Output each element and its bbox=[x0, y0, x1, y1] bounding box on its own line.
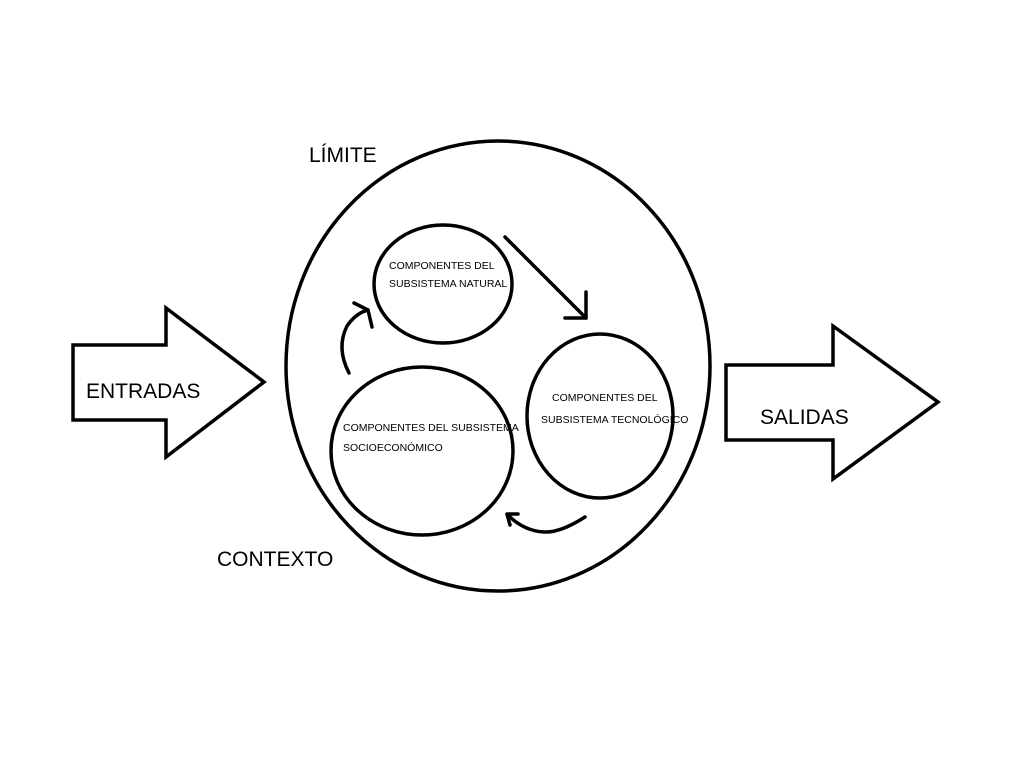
natural-subsystem-label-line2: SUBSISTEMA NATURAL bbox=[389, 278, 507, 290]
socioeconomic-subsystem-label-line1: COMPONENTES DEL SUBSISTEMA bbox=[343, 422, 519, 434]
technological-subsystem-label-line1: COMPONENTES DEL bbox=[552, 392, 658, 404]
socioeconomic-subsystem-label-line2: SOCIOECONÓMICO bbox=[343, 441, 443, 454]
flow-arrow-technological-to-socioeconomic bbox=[505, 512, 587, 534]
socioeconomic-subsystem-circle bbox=[329, 365, 515, 537]
output-arrow bbox=[724, 322, 941, 483]
output-label: SALIDAS bbox=[760, 406, 849, 429]
context-label: CONTEXTO bbox=[217, 548, 333, 571]
natural-subsystem-circle bbox=[372, 223, 514, 345]
flow-arrow-natural-to-technological bbox=[503, 235, 588, 320]
natural-subsystem-label-line1: COMPONENTES DEL bbox=[389, 260, 495, 272]
boundary-label: LÍMITE bbox=[309, 144, 377, 167]
technological-subsystem-label-line2: SUBSISTEMA TECNOLÓGICO bbox=[541, 413, 688, 426]
input-label: ENTRADAS bbox=[86, 380, 200, 403]
technological-subsystem-circle bbox=[525, 332, 675, 500]
input-arrow bbox=[71, 304, 267, 461]
flow-arrow-socioeconomic-to-natural bbox=[340, 301, 374, 375]
